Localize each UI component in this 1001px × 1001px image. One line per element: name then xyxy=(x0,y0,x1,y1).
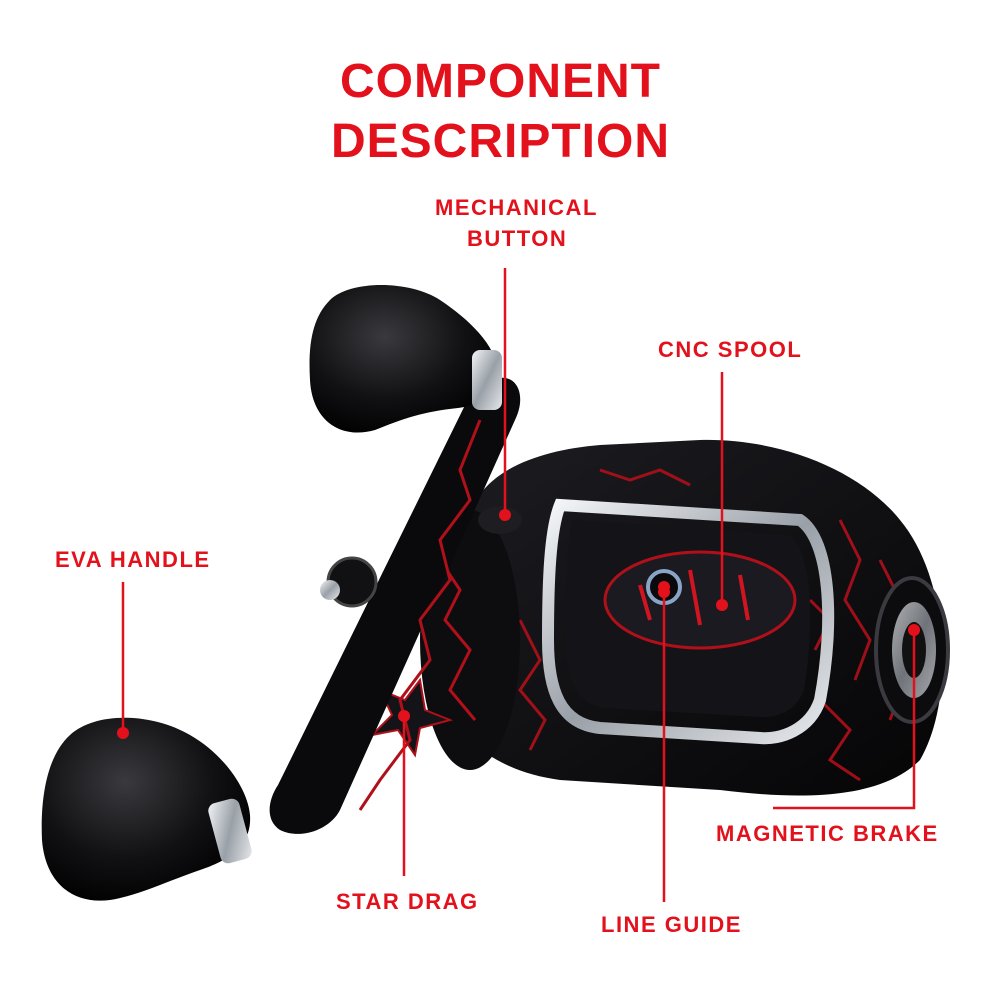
mechanical-button-label-line-1: MECHANICAL xyxy=(435,195,598,220)
eva-handle-dot xyxy=(117,727,129,739)
callout-dots xyxy=(117,509,920,739)
star-drag-dot xyxy=(398,710,410,722)
side-plate xyxy=(874,576,950,724)
eva-handle-label: EVA HANDLE xyxy=(55,547,211,572)
magnetic-brake-callout-line xyxy=(773,630,916,810)
line-guide-dot xyxy=(658,586,670,598)
spool-frame xyxy=(541,498,835,745)
magnetic-brake-label: MAGNETIC BRAKE xyxy=(716,821,939,846)
star-drag-label: STAR DRAG xyxy=(336,889,479,914)
reel-body xyxy=(437,439,943,796)
top-eva-knob xyxy=(309,285,502,433)
magnetic-brake-dot xyxy=(908,624,920,636)
title-line-2: DESCRIPTION xyxy=(330,115,671,168)
line-guide-label: LINE GUIDE xyxy=(601,912,742,937)
callout-lines xyxy=(121,268,916,902)
star-drag xyxy=(368,677,454,758)
handle-arm xyxy=(269,377,521,834)
cnc-spool-label: CNC SPOOL xyxy=(658,337,803,362)
title-line-1: COMPONENT xyxy=(340,55,661,108)
eva-handle-knob xyxy=(41,717,252,901)
cnc-spool-dot xyxy=(716,599,728,611)
mechanical-button-dot xyxy=(499,509,511,521)
mechanical-button-label-line-2: BUTTON xyxy=(467,226,568,251)
